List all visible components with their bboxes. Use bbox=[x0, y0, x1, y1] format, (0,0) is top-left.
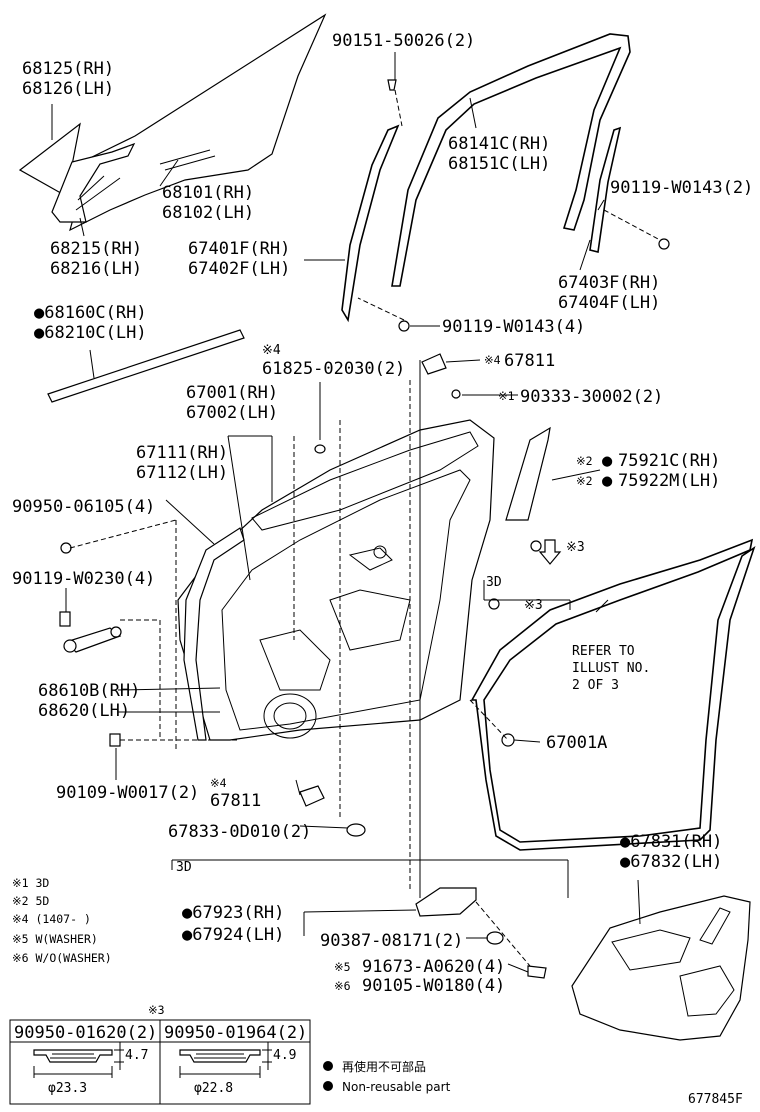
note-1: ※1 3D bbox=[12, 876, 49, 890]
screw-top-note: ※1 bbox=[498, 389, 515, 403]
run-channel-drawing bbox=[341, 124, 400, 323]
note-5: ※6 W/O(WASHER) bbox=[12, 951, 112, 965]
cover-label: 67811 bbox=[504, 351, 555, 371]
frame-mold-drawing bbox=[391, 33, 631, 287]
leader-lines bbox=[51, 52, 661, 973]
table-note: ※3 bbox=[148, 1003, 165, 1017]
refer-line1: REFER TO bbox=[572, 644, 635, 659]
cover-lower-note: ※4 bbox=[210, 776, 227, 790]
plug-label: 61825-02030(2) bbox=[262, 359, 405, 379]
table-height-2: 4.9 bbox=[273, 1048, 296, 1063]
door-check-drawing bbox=[63, 626, 122, 653]
panel-label-rh: 67001(RH) bbox=[186, 383, 278, 403]
table-part-2: 90950-01964(2) bbox=[164, 1023, 307, 1043]
door-panel-drawing bbox=[177, 419, 495, 741]
bolt-lower-label: 90109-W0017(2) bbox=[56, 783, 199, 803]
legend: 再使用不可部品 Non-reusable part bbox=[323, 1059, 451, 1094]
label-3d: 3D bbox=[486, 575, 502, 590]
check-label-rh: 68610B(RH) bbox=[38, 681, 140, 701]
note-2: ※2 5D bbox=[12, 894, 49, 908]
bolt-mid-label: 90119-W0143(4) bbox=[442, 317, 585, 337]
garnish-note-lh: ※2 bbox=[576, 474, 593, 488]
table-diameter-1: φ23.3 bbox=[48, 1081, 87, 1096]
bolt-upper-right-label: 90119-W0143(2) bbox=[610, 178, 753, 198]
run-channel-label-lh: 67402F(LH) bbox=[188, 259, 290, 279]
service-hole-cover-drawing bbox=[571, 895, 751, 1041]
note-3: ※4 (1407- ) bbox=[12, 912, 91, 926]
run-channel-label-rh: 67401F(RH) bbox=[188, 239, 290, 259]
nut-b-note: ※6 bbox=[334, 979, 351, 993]
glass-label-rh: 68125(RH) bbox=[22, 59, 114, 79]
sill-label-lh: ●67924(LH) bbox=[182, 925, 284, 945]
belt-weatherstrip-label-rh: ●68160C(RH) bbox=[34, 303, 147, 323]
garnish-bullet-rh: ● bbox=[602, 451, 613, 471]
plug-note: ※4 bbox=[262, 343, 281, 358]
bolt-hinge-label: 90119-W0230(4) bbox=[12, 569, 155, 589]
note3-top: ※3 bbox=[566, 540, 585, 555]
cover-lower-label: 67811 bbox=[210, 791, 261, 811]
hole-plug-label: 90950-06105(4) bbox=[12, 497, 155, 517]
note-4: ※5 W(WASHER) bbox=[12, 932, 98, 946]
sill-label-rh: ●67923(RH) bbox=[182, 903, 284, 923]
garnish-label-lh: 75922M(LH) bbox=[618, 471, 720, 491]
clip-top-label: 90151-50026(2) bbox=[332, 31, 475, 51]
panel-label-lh: 67002(LH) bbox=[186, 403, 278, 423]
garnish-bullet-lh: ● bbox=[602, 471, 613, 491]
note3-mid: ※3 bbox=[524, 598, 543, 613]
refer-line3: 2 OF 3 bbox=[572, 678, 619, 693]
front-channel-label-rh: 68215(RH) bbox=[50, 239, 142, 259]
door-weatherstrip-drawing bbox=[470, 538, 756, 851]
screw-top-label: 90333-30002(2) bbox=[520, 387, 663, 407]
cover-note: ※4 bbox=[484, 353, 501, 367]
belt-weatherstrip-drawing bbox=[47, 329, 245, 403]
nut-a-label: 91673-A0620(4) bbox=[362, 957, 505, 977]
front-channel-drawing bbox=[51, 142, 136, 223]
outer-panel-drawing bbox=[183, 527, 245, 741]
glass-label-lh: 68126(LH) bbox=[22, 79, 114, 99]
outer-panel-label-rh: 67111(RH) bbox=[136, 443, 228, 463]
table-height-1: 4.7 bbox=[125, 1048, 148, 1063]
frame-mold-label-rh: 68141C(RH) bbox=[448, 134, 550, 154]
grommet-label: 67833-0D010(2) bbox=[168, 822, 311, 842]
clip-sill-label: 90387-08171(2) bbox=[320, 931, 463, 951]
group-3d-label: 3D bbox=[176, 860, 192, 875]
service-hole-label-lh: ●67832(LH) bbox=[620, 852, 722, 872]
nut-a-note: ※5 bbox=[334, 960, 351, 974]
refer-line2: ILLUST NO. bbox=[572, 661, 650, 676]
front-channel-label-lh: 68216(LH) bbox=[50, 259, 142, 279]
service-hole-label-rh: ●67831(RH) bbox=[620, 832, 722, 852]
rear-channel-label-lh: 67404F(LH) bbox=[558, 293, 660, 313]
legend-en: Non-reusable part bbox=[342, 1080, 451, 1094]
garnish-note-rh: ※2 bbox=[576, 454, 593, 468]
check-label-lh: 68620(LH) bbox=[38, 701, 130, 721]
figure-id: 677845F bbox=[688, 1092, 743, 1107]
frame-mold-label-lh: 68151C(LH) bbox=[448, 154, 550, 174]
rear-channel-drawing bbox=[589, 126, 622, 253]
garnish-label-rh: 75921C(RH) bbox=[618, 451, 720, 471]
table-diameter-2: φ22.8 bbox=[194, 1081, 233, 1096]
weatherstrip-label: 67001A bbox=[546, 733, 607, 753]
rear-channel-label-rh: 67403F(RH) bbox=[558, 273, 660, 293]
table-part-1: 90950-01620(2) bbox=[14, 1023, 157, 1043]
regulator-label-lh: 68102(LH) bbox=[162, 203, 254, 223]
belt-weatherstrip-label-lh: ●68210C(LH) bbox=[34, 323, 147, 343]
regulator-label-rh: 68101(RH) bbox=[162, 183, 254, 203]
outer-panel-label-lh: 67112(LH) bbox=[136, 463, 228, 483]
garnish-drawing bbox=[505, 426, 551, 521]
nut-b-label: 90105-W0180(4) bbox=[362, 976, 505, 996]
legend-jp: 再使用不可部品 bbox=[342, 1059, 426, 1074]
sill-bracket-drawing bbox=[415, 887, 477, 917]
clip-table: 90950-01620(2) 90950-01964(2) 4.7 φ23.3 … bbox=[9, 1019, 311, 1105]
